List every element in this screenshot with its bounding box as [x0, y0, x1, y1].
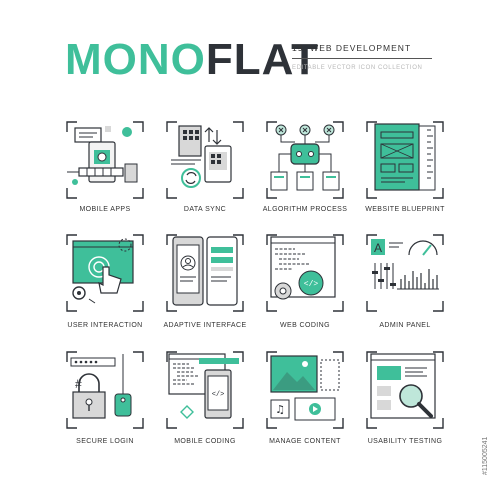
stock-id: #115005241 — [482, 325, 492, 475]
adaptive-interface-icon — [166, 234, 244, 312]
web-coding-icon: </> — [266, 234, 344, 312]
admin-panel-tile[interactable]: A — [365, 233, 445, 313]
adaptive-interface-tile[interactable] — [165, 233, 245, 313]
website-blueprint-label: WEBSITE BLUEPRINT — [365, 206, 445, 213]
admin-panel-label: ADMIN PANEL — [379, 322, 431, 329]
logo-mono: MONO — [65, 35, 206, 84]
mobile-apps-tile[interactable] — [65, 120, 145, 200]
logo: MONOFLAT — [65, 38, 319, 82]
stock-id-text: #115005241 — [482, 436, 489, 475]
logo-flat: FLAT — [205, 35, 320, 84]
manage-content-tile[interactable]: ♫ — [265, 350, 345, 430]
manage-content-label: MANAGE CONTENT — [269, 438, 341, 445]
algorithm-process-icon — [266, 121, 344, 199]
data-sync-label: DATA SYNC — [183, 206, 227, 213]
adaptive-interface-label: ADAPTIVE INTERFACE — [163, 322, 247, 329]
user-interaction-label: USER INTERACTION — [67, 322, 143, 329]
web-coding-label: WEB CODING — [280, 322, 330, 329]
mobile-apps-label: MOBILE APPS — [79, 206, 131, 213]
user-interaction-icon — [66, 234, 144, 312]
mobile-apps-icon — [66, 121, 144, 199]
algorithm-process-label: ALGORITHM PROCESS — [262, 206, 348, 213]
website-blueprint-tile[interactable] — [365, 120, 445, 200]
secure-login-label: SECURE LOGIN — [76, 438, 134, 445]
data-sync-icon — [166, 121, 244, 199]
data-sync-tile[interactable] — [165, 120, 245, 200]
manage-content-icon: ♫ — [266, 351, 344, 429]
svg-text:</>: </> — [212, 391, 225, 399]
mobile-coding-label: MOBILE CODING — [174, 438, 236, 445]
svg-text:A: A — [374, 241, 382, 255]
svg-text:♫: ♫ — [275, 403, 285, 416]
secure-login-icon: # — [66, 351, 144, 429]
user-interaction-tile[interactable] — [65, 233, 145, 313]
algorithm-process-tile[interactable] — [265, 120, 345, 200]
mobile-coding-tile[interactable]: </> — [165, 350, 245, 430]
usability-testing-tile[interactable] — [365, 350, 445, 430]
title-divider — [292, 58, 432, 59]
collection-title: 19. WEB DEVELOPMENT — [292, 43, 412, 53]
website-blueprint-icon — [366, 121, 444, 199]
svg-text:</>: </> — [304, 280, 319, 289]
header: MONOFLAT 19. WEB DEVELOPMENT EDITABLE VE… — [0, 0, 500, 90]
mobile-coding-icon: </> — [166, 351, 244, 429]
usability-testing-label: USABILITY TESTING — [367, 438, 443, 445]
admin-panel-icon: A — [366, 234, 444, 312]
collection-caption: EDITABLE VECTOR ICON COLLECTION — [292, 65, 423, 71]
web-coding-tile[interactable]: </> — [265, 233, 345, 313]
secure-login-tile[interactable]: # — [65, 350, 145, 430]
usability-testing-icon — [366, 351, 444, 429]
